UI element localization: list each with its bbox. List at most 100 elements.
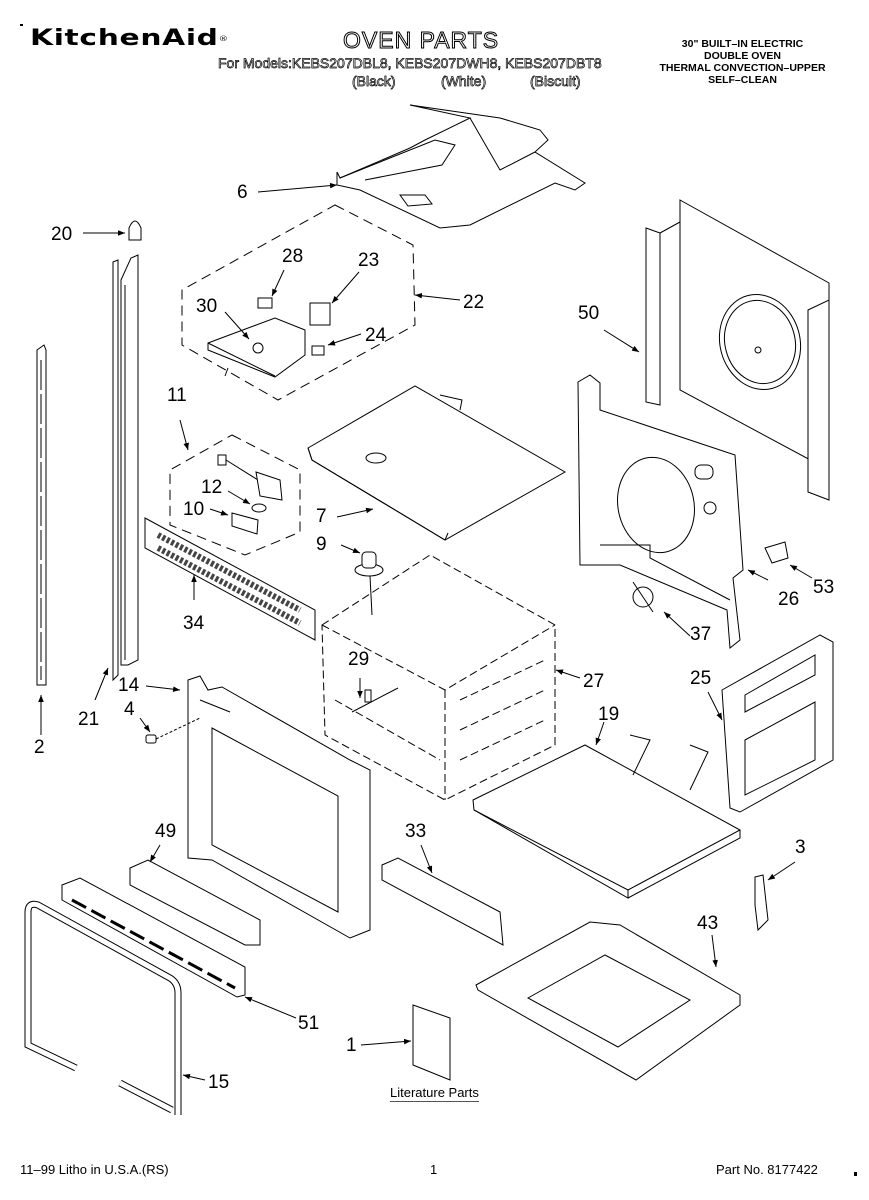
part-29-temp-sensor	[352, 688, 398, 712]
part-4-screw	[146, 718, 200, 743]
part-11-light-socket	[218, 455, 282, 500]
callout-34[interactable]: 34	[183, 613, 205, 634]
arrow-51	[245, 997, 296, 1018]
callout-28[interactable]: 28	[282, 246, 304, 267]
part-33-channel	[382, 858, 503, 945]
part-19-separator-panel	[473, 735, 740, 898]
callout-20[interactable]: 20	[51, 224, 73, 245]
print-info: 11–99 Litho in U.S.A.(RS)	[20, 1162, 169, 1177]
part-20-cap	[129, 221, 141, 240]
description-line: THERMAL CONVECTION–UPPER	[659, 62, 826, 74]
part-25-side-panel	[722, 635, 833, 812]
arrow-14	[146, 686, 180, 692]
callout-25[interactable]: 25	[690, 668, 712, 689]
callout-49[interactable]: 49	[155, 821, 177, 842]
arrow-12	[228, 491, 250, 504]
callout-4[interactable]: 4	[124, 699, 135, 720]
callout-11[interactable]: 11	[167, 385, 187, 406]
page-title: OVEN PARTS	[342, 27, 500, 54]
callout-9[interactable]: 9	[316, 534, 327, 555]
arrow-24	[328, 334, 361, 345]
finish-biscuit: (Biscuit)	[530, 73, 581, 90]
callout-14[interactable]: 14	[118, 675, 140, 696]
literature-parts-label[interactable]: Literature Parts	[390, 1085, 479, 1102]
product-description: 30" BUILT–IN ELECTRIC DOUBLE OVEN THERMA…	[640, 38, 845, 86]
part-21-side-trim	[113, 255, 138, 680]
part-30-bracket	[208, 318, 305, 377]
callout-22[interactable]: 22	[463, 292, 485, 313]
callout-27[interactable]: 27	[583, 671, 605, 692]
callout-29[interactable]: 29	[348, 649, 370, 670]
brand-mark	[20, 24, 23, 26]
part-1-literature	[413, 1005, 450, 1080]
part-23-relay	[310, 303, 330, 325]
model-numbers: For Models:KEBS207DBL8, KEBS207DWH8, KEB…	[218, 55, 602, 72]
callout-24[interactable]: 24	[365, 325, 387, 346]
part-34-vent-grille	[145, 518, 315, 640]
part-3-bracket	[755, 875, 768, 930]
arrow-50	[604, 330, 639, 352]
part-12-bulb	[252, 504, 266, 512]
part-7-oven-top	[308, 386, 565, 540]
part-number: Part No. 8177422	[716, 1162, 818, 1177]
part-53-bracket	[765, 542, 788, 563]
callout-7[interactable]: 7	[316, 506, 327, 527]
arrow-37	[664, 612, 690, 636]
callout-12[interactable]: 12	[201, 477, 223, 498]
arrow-10	[210, 509, 228, 515]
callout-10[interactable]: 10	[183, 499, 205, 520]
description-line: SELF–CLEAN	[708, 74, 777, 86]
brand-name: KitchenAid	[30, 26, 219, 51]
callout-2[interactable]: 2	[34, 737, 45, 758]
part-15-door-gasket	[28, 904, 178, 1115]
part-50-rear-panel	[646, 200, 829, 500]
callout-26[interactable]: 26	[778, 589, 800, 610]
part-26-convection-panel	[578, 375, 743, 648]
callout-1[interactable]: 1	[346, 1035, 357, 1056]
arrow-7	[337, 507, 373, 517]
callout-15[interactable]: 15	[208, 1072, 230, 1093]
arrow-43	[712, 935, 718, 967]
part-28-switch	[258, 298, 272, 308]
arrow-27	[556, 670, 580, 678]
arrow-19	[596, 722, 604, 745]
arrow-21	[95, 668, 108, 700]
part-10-lens	[232, 513, 258, 534]
arrow-11	[180, 420, 189, 450]
registered-mark: ®	[218, 35, 229, 43]
part-2-vertical-rod	[37, 345, 46, 685]
finish-white: (White)	[441, 73, 487, 90]
arrow-6	[258, 182, 337, 192]
description-line: 30" BUILT–IN ELECTRIC	[681, 38, 804, 50]
callout-6[interactable]: 6	[237, 182, 248, 203]
callout-53[interactable]: 53	[813, 577, 835, 598]
part-11-dashed-boundary	[170, 435, 300, 555]
callout-37[interactable]: 37	[690, 624, 712, 645]
part-14-front-frame	[188, 676, 370, 938]
part-37-thermostat	[633, 582, 653, 612]
finish-black: (Black)	[352, 73, 396, 90]
callout-19[interactable]: 19	[598, 704, 620, 725]
arrow-30	[225, 312, 249, 339]
callout-43[interactable]: 43	[697, 913, 719, 934]
page-number: 1	[430, 1162, 438, 1177]
callout-33[interactable]: 33	[405, 821, 427, 842]
part-22-dashed-boundary	[182, 205, 415, 400]
callout-21[interactable]: 21	[78, 709, 100, 730]
callout-23[interactable]: 23	[358, 250, 380, 271]
callout-3[interactable]: 3	[795, 837, 806, 858]
callout-51[interactable]: 51	[298, 1013, 320, 1034]
arrow-22	[415, 292, 460, 300]
arrow-49	[150, 845, 160, 862]
part-6-top-shroud	[337, 105, 585, 228]
part-27-oven-cavity	[322, 555, 555, 800]
callout-50[interactable]: 50	[578, 303, 600, 324]
brand-logo: KitchenAid®	[30, 26, 229, 51]
arrow-23	[332, 272, 359, 303]
arrow-25	[708, 692, 722, 720]
arrow-28	[272, 270, 284, 296]
callout-30[interactable]: 30	[196, 296, 218, 317]
part-9-light-socket	[355, 552, 383, 615]
part-49-lower-trim	[130, 860, 260, 945]
part-24-connector	[312, 346, 324, 355]
